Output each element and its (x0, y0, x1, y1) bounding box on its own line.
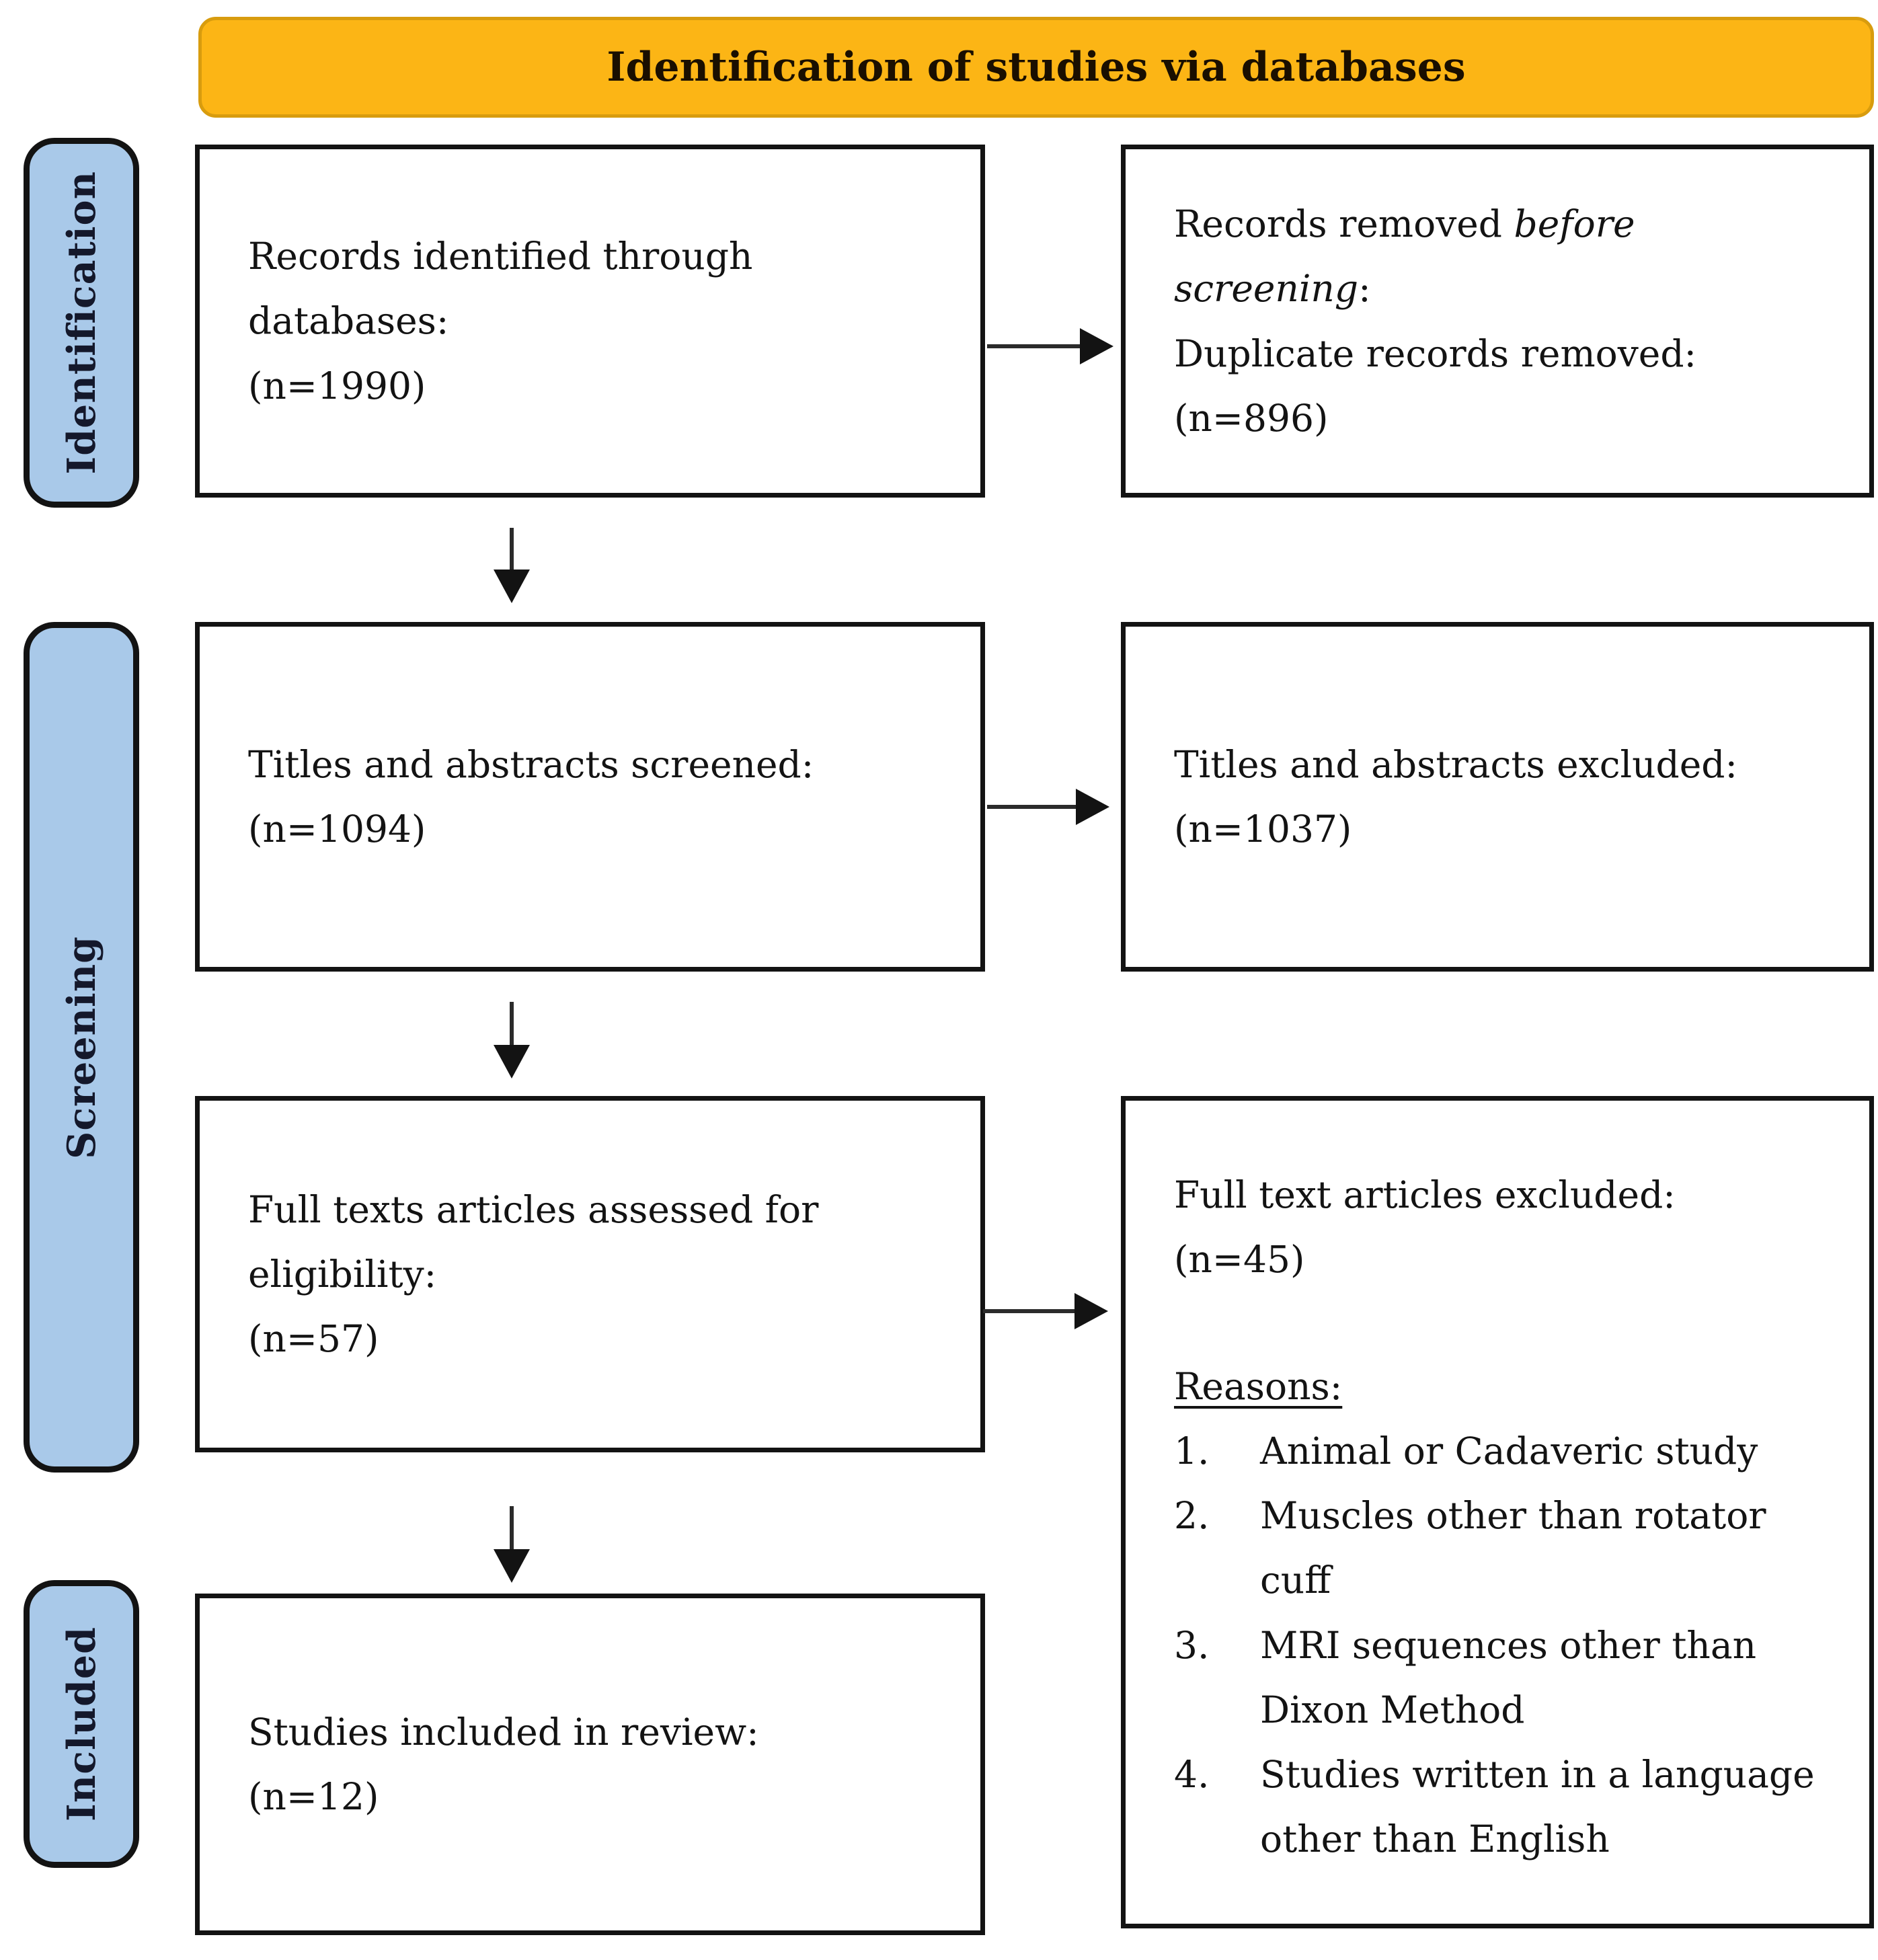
reason-text: MRI sequences other than Dixon Method (1260, 1613, 1841, 1743)
duplicates-removed-text: Duplicate records removed: (1174, 331, 1697, 375)
reasons-heading: Reasons: (1174, 1354, 1841, 1419)
reason-text: Muscles other than rotator cuff (1260, 1483, 1841, 1613)
arrow-shaft (510, 1002, 514, 1046)
studies-included-count: (n=12) (248, 1775, 379, 1818)
fulltext-excluded-count: (n=45) (1174, 1238, 1305, 1282)
box-fulltext-assessed: Full texts articles assessed for eligibi… (195, 1096, 985, 1452)
fulltext-excluded-text: Full text articles excluded: (1174, 1173, 1676, 1216)
arrow-screened-to-excluded (987, 787, 1109, 826)
titles-excluded-text: Titles and abstracts excluded: (1174, 742, 1738, 786)
fulltext-assessed-count: (n=57) (248, 1317, 379, 1361)
diagram-title-banner: Identification of studies via databases (198, 17, 1874, 118)
records-removed-text: Records removed before screening: (1174, 192, 1841, 321)
reason-number: 1. (1174, 1429, 1210, 1473)
stage-label-screening: Screening (24, 622, 139, 1473)
reasons-heading-text: Reasons: (1174, 1364, 1343, 1408)
reason-text: Studies written in a language other than… (1260, 1742, 1841, 1872)
reason-line: other than English (1260, 1817, 1610, 1861)
exclusion-reason-item: 3. MRI sequences other than Dixon Method (1174, 1613, 1841, 1743)
diagram-title: Identification of studies via databases (607, 44, 1466, 91)
records-removed-text-italic: before screening (1174, 202, 1635, 311)
stage-label-identification: Identification (24, 138, 139, 508)
records-removed-text-post: : (1358, 267, 1371, 311)
arrow-head-right-icon (1076, 789, 1109, 825)
arrow-head-down-icon (494, 1549, 530, 1583)
box-titles-screened: Titles and abstracts screened: (n=1094) (195, 622, 985, 972)
reason-line: Muscles other than rotator (1260, 1494, 1766, 1537)
arrow-head-down-icon (494, 1045, 530, 1079)
titles-screened-text: Titles and abstracts screened: (248, 742, 814, 786)
arrow-head-right-icon (1074, 1293, 1108, 1329)
duplicates-removed-count: (n=896) (1174, 396, 1329, 440)
reason-line: MRI sequences other than (1260, 1623, 1757, 1667)
arrow-fulltext-to-excluded (983, 1292, 1108, 1331)
arrow-identified-to-removed (987, 327, 1113, 366)
arrow-shaft (987, 344, 1081, 348)
fulltext-assessed-text-line1: Full texts articles assessed for (248, 1187, 819, 1231)
box-records-identified: Records identified through databases: (n… (195, 145, 985, 498)
fulltext-assessed-text-line2: eligibility: (248, 1252, 437, 1296)
exclusion-reason-item: 1. Animal or Cadaveric study (1174, 1419, 1841, 1483)
arrow-shaft (983, 1309, 1076, 1313)
records-removed-text-pre: Records removed (1174, 202, 1514, 245)
reason-number: 2. (1174, 1494, 1210, 1537)
reason-text: Animal or Cadaveric study (1260, 1419, 1841, 1483)
titles-excluded-count: (n=1037) (1174, 808, 1352, 851)
box-fulltext-excluded: Full text articles excluded: (n=45) Reas… (1121, 1096, 1874, 1928)
stage-label-screening-text: Screening (58, 935, 104, 1159)
reason-number: 4. (1174, 1753, 1210, 1796)
arrow-head-down-icon (494, 570, 530, 603)
stage-label-included: Included (24, 1580, 139, 1868)
arrow-fulltext-to-included (492, 1506, 531, 1583)
reason-line: Studies written in a language (1260, 1753, 1815, 1796)
arrow-screened-to-fulltext (492, 1002, 531, 1079)
arrow-shaft (987, 805, 1077, 809)
exclusion-reason-item: 2. Muscles other than rotator cuff (1174, 1483, 1841, 1613)
records-identified-count: (n=1990) (248, 364, 426, 407)
reason-number: 3. (1174, 1623, 1210, 1667)
arrow-identified-to-screened (492, 528, 531, 603)
arrow-head-right-icon (1080, 328, 1113, 364)
reason-line: Animal or Cadaveric study (1260, 1429, 1758, 1473)
exclusion-reasons-list: 1. Animal or Cadaveric study 2. Muscles … (1174, 1419, 1841, 1872)
reason-line: cuff (1260, 1559, 1331, 1602)
stage-label-identification-text: Identification (58, 171, 104, 475)
records-identified-text: Records identified through databases: (248, 235, 753, 343)
stage-label-included-text: Included (58, 1626, 104, 1821)
box-titles-excluded: Titles and abstracts excluded: (n=1037) (1121, 622, 1874, 972)
box-studies-included: Studies included in review: (n=12) (195, 1594, 985, 1935)
arrow-shaft (510, 1506, 514, 1551)
arrow-shaft (510, 528, 514, 571)
titles-screened-count: (n=1094) (248, 808, 426, 851)
exclusion-reason-item: 4. Studies written in a language other t… (1174, 1742, 1841, 1872)
box-records-removed: Records removed before screening: Duplic… (1121, 145, 1874, 498)
studies-included-text: Studies included in review: (248, 1710, 759, 1754)
reason-line: Dixon Method (1260, 1688, 1525, 1731)
